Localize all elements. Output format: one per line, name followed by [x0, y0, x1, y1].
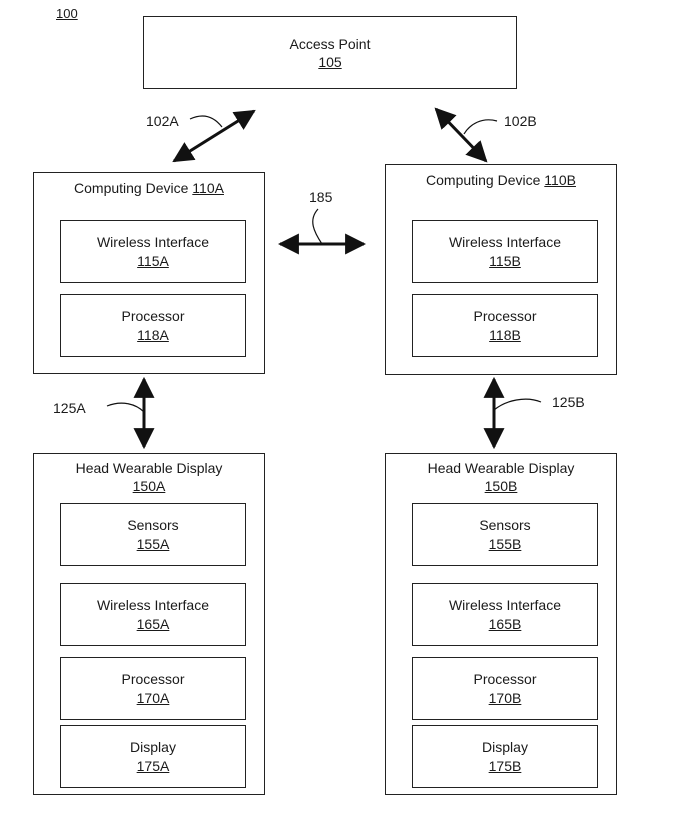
- leader-185: [312, 208, 323, 245]
- link-label-185: 185: [309, 189, 333, 205]
- hwd-b-ref: 150B: [484, 478, 518, 494]
- processor-a-ref: 118A: [137, 327, 169, 343]
- leader-125a: [106, 402, 145, 413]
- leader-102a: [189, 115, 223, 128]
- arrow-102b: [434, 107, 488, 163]
- hwd-a-label: Head Wearable Display: [75, 460, 223, 476]
- access-point-box: Access Point 105: [143, 16, 517, 89]
- hwd-wireless-interface-b-label: Wireless Interface: [448, 597, 562, 613]
- sensors-a-ref: 155A: [136, 536, 170, 552]
- wireless-interface-a-label: Wireless Interface: [96, 234, 210, 250]
- sensors-b: Sensors 155B: [412, 503, 598, 566]
- hwd-wireless-interface-a-ref: 165A: [136, 616, 170, 632]
- figure-number: 100: [56, 6, 78, 21]
- link-label-102a: 102A: [146, 113, 179, 129]
- hwd-processor-a: Processor 170A: [60, 657, 246, 720]
- processor-b-ref: 118B: [489, 327, 521, 343]
- sensors-a: Sensors 155A: [60, 503, 246, 566]
- arrow-102a: [172, 109, 256, 163]
- processor-a-label: Processor: [121, 308, 185, 324]
- link-label-102b: 102B: [504, 113, 537, 129]
- link-label-125a: 125A: [53, 400, 86, 416]
- display-b-label: Display: [482, 739, 528, 755]
- display-a: Display 175A: [60, 725, 246, 788]
- access-point-ref: 105: [318, 54, 342, 70]
- display-b-ref: 175B: [488, 758, 522, 774]
- display-a-ref: 175A: [136, 758, 170, 774]
- display-b: Display 175B: [412, 725, 598, 788]
- hwd-processor-a-label: Processor: [121, 671, 185, 687]
- head-wearable-display-b: Head Wearable Display 150B Sensors 155B …: [385, 453, 617, 795]
- hwd-wireless-interface-a-label: Wireless Interface: [96, 597, 210, 613]
- hwd-b-label: Head Wearable Display: [427, 460, 575, 476]
- leader-125b: [493, 398, 542, 411]
- wireless-interface-a: Wireless Interface 115A: [60, 220, 246, 283]
- computing-device-b-ref: 110B: [544, 172, 576, 188]
- sensors-a-label: Sensors: [127, 517, 179, 533]
- computing-device-b: Computing Device 110B Wireless Interface…: [385, 164, 617, 375]
- leader-102b: [463, 119, 498, 135]
- link-label-125b: 125B: [552, 394, 585, 410]
- wireless-interface-b-ref: 115B: [489, 253, 521, 269]
- wireless-interface-b: Wireless Interface 115B: [412, 220, 598, 283]
- processor-a: Processor 118A: [60, 294, 246, 357]
- wireless-interface-a-ref: 115A: [137, 253, 169, 269]
- hwd-processor-a-ref: 170A: [136, 690, 170, 706]
- display-a-label: Display: [130, 739, 176, 755]
- hwd-a-ref: 150A: [132, 478, 166, 494]
- hwd-processor-b-label: Processor: [473, 671, 537, 687]
- sensors-b-label: Sensors: [479, 517, 531, 533]
- computing-device-a-ref: 110A: [192, 180, 224, 196]
- computing-device-b-label: Computing Device: [426, 172, 545, 188]
- access-point-label: Access Point: [289, 36, 371, 52]
- hwd-wireless-interface-b-ref: 165B: [488, 616, 522, 632]
- sensors-b-ref: 155B: [488, 536, 522, 552]
- wireless-interface-b-label: Wireless Interface: [448, 234, 562, 250]
- hwd-wireless-interface-b: Wireless Interface 165B: [412, 583, 598, 646]
- processor-b-label: Processor: [473, 308, 537, 324]
- hwd-wireless-interface-a: Wireless Interface 165A: [60, 583, 246, 646]
- processor-b: Processor 118B: [412, 294, 598, 357]
- hwd-processor-b: Processor 170B: [412, 657, 598, 720]
- head-wearable-display-a: Head Wearable Display 150A Sensors 155A …: [33, 453, 265, 795]
- computing-device-a: Computing Device 110A Wireless Interface…: [33, 172, 265, 374]
- computing-device-a-label: Computing Device: [74, 180, 193, 196]
- hwd-processor-b-ref: 170B: [488, 690, 522, 706]
